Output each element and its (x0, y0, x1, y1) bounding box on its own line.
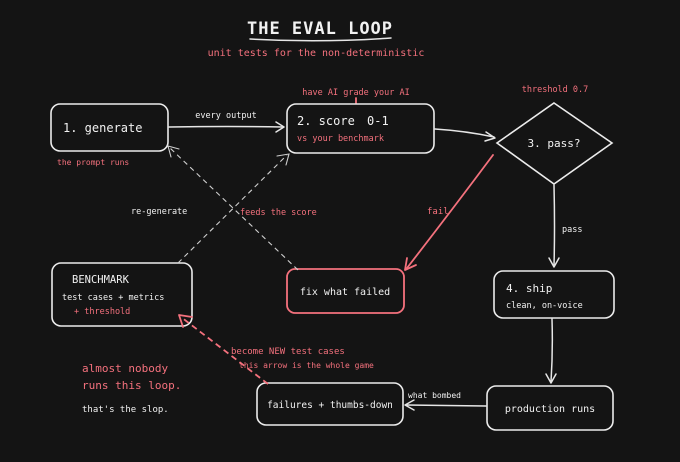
score-node (286, 103, 435, 154)
edge-fix-to-generate (169, 147, 299, 271)
edge-ship-to-production-head (545, 373, 557, 384)
failures-label: failures + thumbs-down (267, 400, 393, 411)
edge-label-new-test-cases: become NEW test cases (231, 347, 345, 357)
edge-pass-to-fix (406, 154, 494, 269)
generate-node (50, 103, 169, 152)
title-underline (249, 37, 392, 42)
edge-label-every-output: every output (195, 111, 256, 121)
edge-production-to-failures (405, 404, 487, 407)
ship-node (493, 270, 615, 319)
fix-node (286, 268, 405, 314)
edge-label-fail: fail (427, 207, 449, 217)
edge-pass-to-ship (553, 184, 556, 267)
threshold-note: threshold 0.7 (522, 85, 589, 95)
edge-label-what-bombed: what bombed (408, 391, 461, 400)
benchmark-label: BENCHMARK (72, 274, 130, 286)
callout-line1: almost nobody (82, 362, 168, 375)
edge-failures-to-benchmark-head (178, 314, 193, 328)
score-label: 2. score (297, 114, 355, 128)
score-above-note: have AI grade your AI (302, 88, 409, 98)
score-note: vs your benchmark (297, 134, 384, 144)
production-label: production runs (505, 404, 595, 415)
failures-node (256, 382, 404, 426)
edge-label-whole-game: this arrow is the whole game (239, 361, 374, 370)
edge-pass-to-fix-head (404, 257, 417, 271)
ship-label: 4. ship (506, 282, 552, 295)
edge-label-feeds-score: feeds the score (240, 208, 317, 218)
pass-label: 3. pass? (528, 137, 581, 150)
benchmark-line1: test cases + metrics (62, 293, 164, 303)
fix-label: fix what failed (300, 287, 390, 298)
edge-label-regenerate: re-generate (131, 207, 187, 217)
edge-failures-to-benchmark (180, 316, 269, 385)
callout-line3: that's the slop. (82, 405, 169, 415)
ship-note: clean, on-voice (506, 301, 583, 311)
edge-ship-to-production (550, 318, 554, 383)
edge-benchmark-to-score (177, 154, 288, 264)
edge-generate-to-score (168, 125, 284, 128)
edge-production-to-failures-head (404, 399, 415, 411)
title: THE EVAL LOOP (247, 19, 393, 39)
edge-generate-to-score-head (275, 121, 285, 133)
benchmark-line2: + threshold (74, 307, 130, 317)
pass-decision-node (495, 102, 614, 185)
generate-label: 1. generate (63, 121, 142, 135)
score-range: 0-1 (367, 114, 389, 128)
benchmark-node (51, 262, 193, 327)
edge-label-pass: pass (562, 225, 582, 235)
edge-score-to-pass-head (484, 131, 496, 142)
callout-line2: runs this loop. (82, 379, 181, 392)
production-node (486, 385, 614, 431)
edge-pass-to-ship-head (548, 257, 560, 268)
edge-benchmark-to-score-head (276, 153, 290, 166)
edge-fix-to-generate-head (167, 145, 180, 158)
subtitle: unit tests for the non-deterministic (208, 48, 425, 59)
generate-note: the prompt runs (57, 158, 129, 167)
edge-score-to-pass (434, 128, 495, 138)
